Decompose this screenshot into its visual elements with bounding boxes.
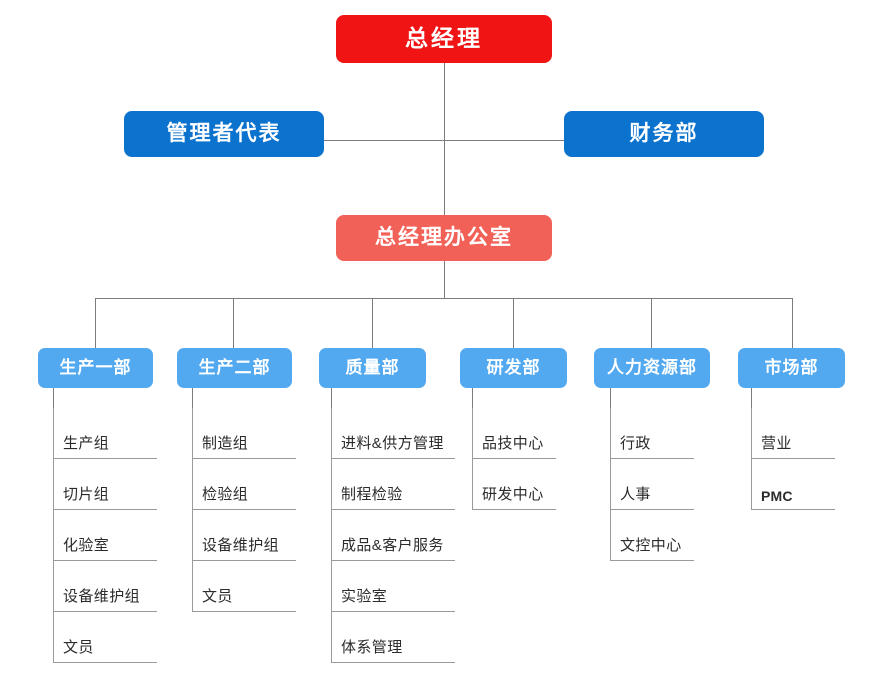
node-department-rnd[interactable]: 研发部: [460, 348, 567, 388]
subitem-column-hr: 行政 人事 文控中心: [610, 408, 694, 561]
connector-drop-dept-6: [792, 298, 793, 348]
subitem-column-production-2: 制造组 检验组 设备维护组 文员: [192, 408, 296, 612]
node-department-quality-label: 质量部: [345, 357, 400, 377]
list-item[interactable]: 文员: [54, 612, 157, 663]
node-management-representative-label: 管理者代表: [166, 122, 282, 146]
node-general-manager-label: 总经理: [405, 25, 483, 52]
list-item[interactable]: 体系管理: [332, 612, 455, 663]
node-department-production-1-label: 生产一部: [59, 357, 132, 377]
connector-dept-2-to-items: [192, 388, 193, 408]
node-department-marketing-label: 市场部: [764, 357, 819, 377]
list-item[interactable]: 实验室: [332, 561, 455, 612]
subitem-column-marketing: 营业 PMC: [751, 408, 835, 510]
list-item[interactable]: 制程检验: [332, 459, 455, 510]
list-item[interactable]: 化验室: [54, 510, 157, 561]
list-item[interactable]: 文控中心: [611, 510, 694, 561]
list-item[interactable]: 营业: [752, 408, 835, 459]
subitem-column-production-1: 生产组 切片组 化验室 设备维护组 文员: [53, 408, 157, 663]
list-item[interactable]: 研发中心: [473, 459, 556, 510]
connector-gm-to-staffbus: [444, 63, 445, 141]
node-department-hr[interactable]: 人力资源部: [594, 348, 710, 388]
connector-department-bus: [95, 298, 793, 299]
list-item[interactable]: 检验组: [193, 459, 296, 510]
list-item[interactable]: 进料&供方管理: [332, 408, 455, 459]
node-department-production-1[interactable]: 生产一部: [38, 348, 153, 388]
connector-drop-dept-4: [513, 298, 514, 348]
list-item[interactable]: 行政: [611, 408, 694, 459]
connector-dept-1-to-items: [53, 388, 54, 408]
node-department-quality[interactable]: 质量部: [319, 348, 426, 388]
connector-drop-dept-1: [95, 298, 96, 348]
node-gm-office-label: 总经理办公室: [375, 226, 513, 250]
connector-staffbus-to-office: [444, 140, 445, 216]
list-item[interactable]: PMC: [752, 459, 835, 510]
list-item[interactable]: 生产组: [54, 408, 157, 459]
list-item[interactable]: 设备维护组: [54, 561, 157, 612]
node-management-representative[interactable]: 管理者代表: [124, 111, 324, 157]
subitem-column-quality: 进料&供方管理 制程检验 成品&客户服务 实验室 体系管理: [331, 408, 455, 663]
connector-drop-dept-2: [233, 298, 234, 348]
list-item[interactable]: 品技中心: [473, 408, 556, 459]
connector-staff-left: [324, 140, 444, 141]
node-department-rnd-label: 研发部: [486, 357, 541, 377]
list-item[interactable]: 文员: [193, 561, 296, 612]
connector-drop-dept-3: [372, 298, 373, 348]
list-item[interactable]: 成品&客户服务: [332, 510, 455, 561]
connector-office-to-deptbus: [444, 261, 445, 298]
node-department-production-2[interactable]: 生产二部: [177, 348, 292, 388]
node-department-hr-label: 人力资源部: [607, 357, 697, 377]
connector-dept-5-to-items: [610, 388, 611, 408]
list-item[interactable]: 制造组: [193, 408, 296, 459]
node-department-production-2-label: 生产二部: [198, 357, 271, 377]
connector-dept-3-to-items: [331, 388, 332, 408]
list-item[interactable]: 人事: [611, 459, 694, 510]
list-item[interactable]: 切片组: [54, 459, 157, 510]
node-general-manager[interactable]: 总经理: [336, 15, 552, 63]
node-gm-office[interactable]: 总经理办公室: [336, 215, 552, 261]
connector-dept-6-to-items: [751, 388, 752, 408]
connector-drop-dept-5: [651, 298, 652, 348]
connector-dept-4-to-items: [472, 388, 473, 408]
node-finance-department-label: 财务部: [629, 122, 699, 146]
subitem-column-rnd: 品技中心 研发中心: [472, 408, 556, 510]
node-finance-department[interactable]: 财务部: [564, 111, 764, 157]
connector-staff-right: [444, 140, 564, 141]
list-item[interactable]: 设备维护组: [193, 510, 296, 561]
node-department-marketing[interactable]: 市场部: [738, 348, 845, 388]
